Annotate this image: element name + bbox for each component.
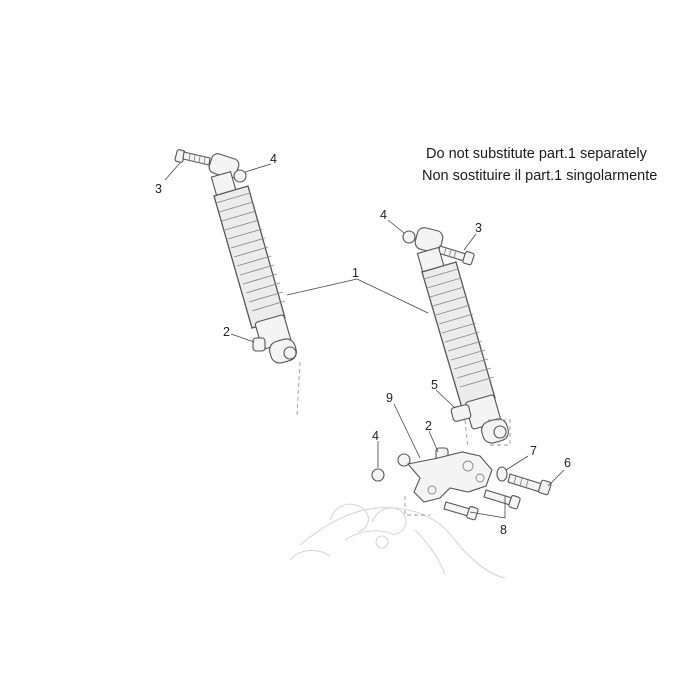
left-upper-bolt [174, 149, 211, 166]
callout-9: 9 [386, 391, 393, 405]
bracket-nut-upper [397, 453, 411, 467]
right-upper-nut [402, 230, 416, 244]
bracket-long-bolt [507, 473, 552, 496]
left-coil-spring [213, 185, 286, 329]
left-lower-spacer [252, 337, 266, 352]
right-shock-absorber [402, 227, 511, 446]
callout-6: 6 [564, 456, 571, 470]
bracket-short-bolt-lower [443, 501, 479, 521]
bracket-assembly [371, 404, 552, 521]
bracket-short-bolt-upper [483, 489, 521, 510]
callout-8: 8 [500, 523, 507, 537]
washer [496, 466, 508, 482]
callout-5: 5 [431, 378, 438, 392]
callout-labels: 1 2 2 3 3 4 4 4 5 6 7 8 9 [155, 152, 571, 537]
callout-4-bracket: 4 [372, 429, 379, 443]
callout-2-left: 2 [223, 325, 230, 339]
shock-bracket-plate [406, 451, 493, 503]
left-shock-absorber [174, 149, 301, 416]
callout-2-bracket: 2 [425, 419, 432, 433]
engine-casing-outline [289, 503, 506, 579]
callout-4-left: 4 [270, 152, 277, 166]
leader-lines [164, 162, 565, 519]
note-english: Do not substitute part.1 separately [426, 146, 647, 162]
left-upper-nut [233, 169, 247, 183]
callout-4-right: 4 [380, 208, 387, 222]
callout-7: 7 [530, 444, 537, 458]
callout-3-right: 3 [475, 221, 482, 235]
bracket-spacer [450, 404, 472, 422]
note-italian: Non sostituire il part.1 singolarmente [422, 168, 658, 184]
bracket-nut-lower [371, 468, 385, 482]
callout-1: 1 [352, 266, 359, 280]
callout-3-left: 3 [155, 182, 162, 196]
